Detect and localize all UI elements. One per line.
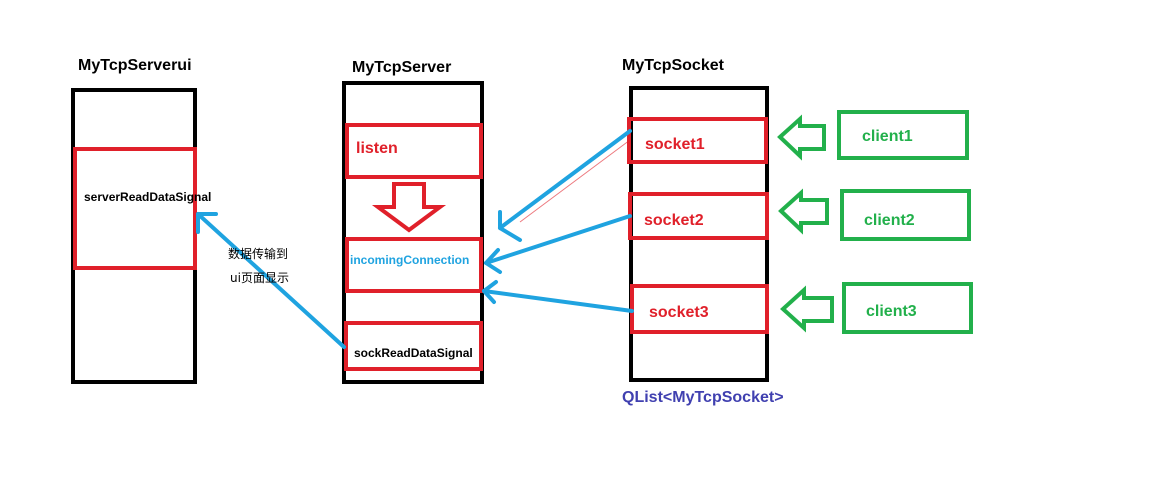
- client2-label: client2: [864, 212, 915, 229]
- incoming-connection-label: incomingConnection: [350, 253, 469, 267]
- socket3-label: socket3: [649, 304, 709, 321]
- socket-column-title: MyTcpSocket: [622, 57, 725, 74]
- sock-to-ui-arrowhead-icon: [196, 212, 218, 234]
- client1-label: client1: [862, 128, 913, 145]
- server-column-title: MyTcpServer: [352, 59, 451, 76]
- listen-box: [345, 123, 483, 179]
- sock-read-data-signal-box: [344, 321, 483, 371]
- server-column-frame: [342, 81, 484, 384]
- socket1-overlay-line: [519, 139, 631, 223]
- socket1-to-incoming-arrow: [498, 129, 632, 230]
- ui-column-frame: [71, 88, 197, 384]
- socket-column-frame: [629, 86, 769, 382]
- socket3-to-incoming-arrow: [482, 289, 634, 313]
- socket2-arrowhead-icon: [484, 248, 502, 274]
- qlist-label: QList<MyTcpSocket>: [622, 389, 784, 406]
- socket1-label: socket1: [645, 136, 705, 153]
- socket3-arrowhead-icon: [482, 280, 498, 304]
- server-read-data-signal-label: serverReadDataSignal: [84, 190, 211, 204]
- client2-arrow-icon: [778, 188, 829, 235]
- ui-column-title: MyTcpServerui: [78, 57, 192, 74]
- down-arrow-icon: [371, 182, 447, 233]
- transfer-label-line1: 数据传输到: [228, 246, 288, 261]
- client1-box: [837, 110, 969, 160]
- socket1-arrowhead-icon: [498, 210, 522, 242]
- sock-to-ui-arrow: [196, 212, 346, 349]
- socket2-to-incoming-arrow: [484, 214, 632, 265]
- sock-read-data-signal-label: sockReadDataSignal: [354, 346, 473, 360]
- client3-arrow-icon: [780, 285, 834, 333]
- listen-label: listen: [356, 140, 398, 157]
- socket2-label: socket2: [644, 212, 704, 229]
- client3-box: [842, 282, 973, 334]
- client2-box: [840, 189, 971, 241]
- transfer-label-line2: ui页面显示: [230, 271, 289, 285]
- client1-arrow-icon: [777, 114, 826, 161]
- client3-label: client3: [866, 303, 917, 320]
- incoming-connection-box: [345, 237, 483, 293]
- server-read-data-signal-box: [73, 147, 197, 270]
